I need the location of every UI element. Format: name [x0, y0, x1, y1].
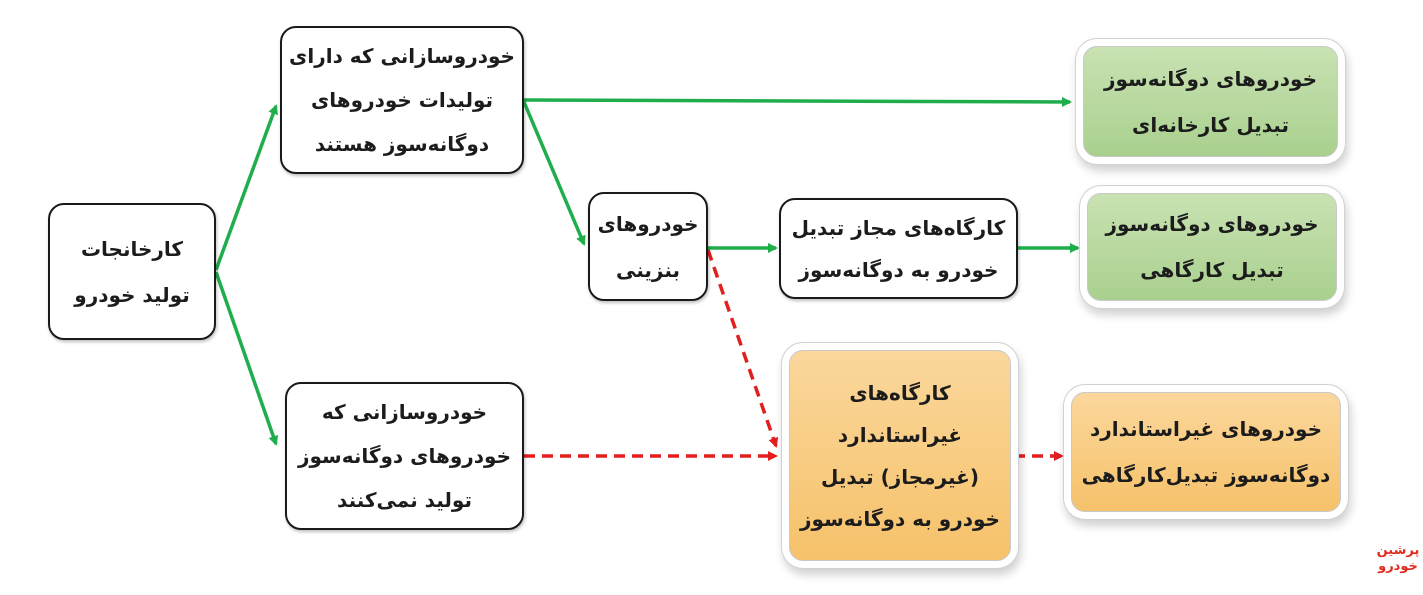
node-nonstandard-dual-label: خودروهای غیراستاندارد دوگانه‌سوز تبدیل‌ک… — [1081, 417, 1331, 487]
node-unlicensed-workshops: کارگاه‌های غیراستاندارد (غیرمجاز) تبدیل … — [789, 350, 1011, 561]
node-factory-dual: خودروهای دوگانه‌سوز تبدیل کارخانه‌ای — [1083, 46, 1338, 157]
arrow-dual-makers-to-gasoline-cars — [522, 101, 586, 246]
node-nonstandard-dual: خودروهای غیراستاندارد دوگانه‌سوز تبدیل‌ک… — [1071, 392, 1341, 512]
node-unlicensed-workshops-label: کارگاه‌های غیراستاندارد (غیرمجاز) تبدیل … — [800, 380, 1000, 531]
node-non-dual-makers: خودروسازانی که خودروهای دوگانه‌سوز تولید… — [285, 382, 524, 530]
node-non-dual-makers-label: خودروسازانی که خودروهای دوگانه‌سوز تولید… — [297, 400, 512, 512]
watermark-line1: پرشین — [1376, 543, 1420, 558]
node-gasoline-cars: خودروهای بنزینی — [588, 192, 708, 301]
node-licensed-workshops: کارگاه‌های مجاز تبدیل خودرو به دوگانه‌سو… — [779, 198, 1018, 299]
node-factories-label: کارخانجات تولید خودرو — [74, 236, 190, 307]
node-factories: کارخانجات تولید خودرو — [48, 203, 216, 340]
node-licensed-workshops-label: کارگاه‌های مجاز تبدیل خودرو به دوگانه‌سو… — [791, 215, 1006, 282]
node-factory-dual-label: خودروهای دوگانه‌سوز تبدیل کارخانه‌ای — [1103, 66, 1318, 137]
arrow-gasoline-to-unlicensed — [706, 249, 779, 448]
node-dual-makers: خودروسازانی که دارای تولیدات خودروهای دو… — [280, 26, 524, 174]
node-gasoline-cars-label: خودروهای بنزینی — [597, 211, 699, 282]
node-dual-makers-label: خودروسازانی که دارای تولیدات خودروهای دو… — [289, 44, 515, 156]
site-watermark: پرشین خودرو — [1375, 543, 1421, 579]
watermark-line2: خودرو — [1378, 559, 1418, 574]
arrow-factories-to-non-dual-makers — [214, 271, 279, 446]
arrow-factories-to-dual-makers — [214, 104, 278, 271]
node-workshop-dual-label: خودروهای دوگانه‌سوز تبدیل کارگاهی — [1105, 212, 1319, 282]
node-workshop-dual: خودروهای دوگانه‌سوز تبدیل کارگاهی — [1087, 193, 1337, 301]
arrow-dual-makers-to-factory-dual — [523, 96, 1072, 107]
